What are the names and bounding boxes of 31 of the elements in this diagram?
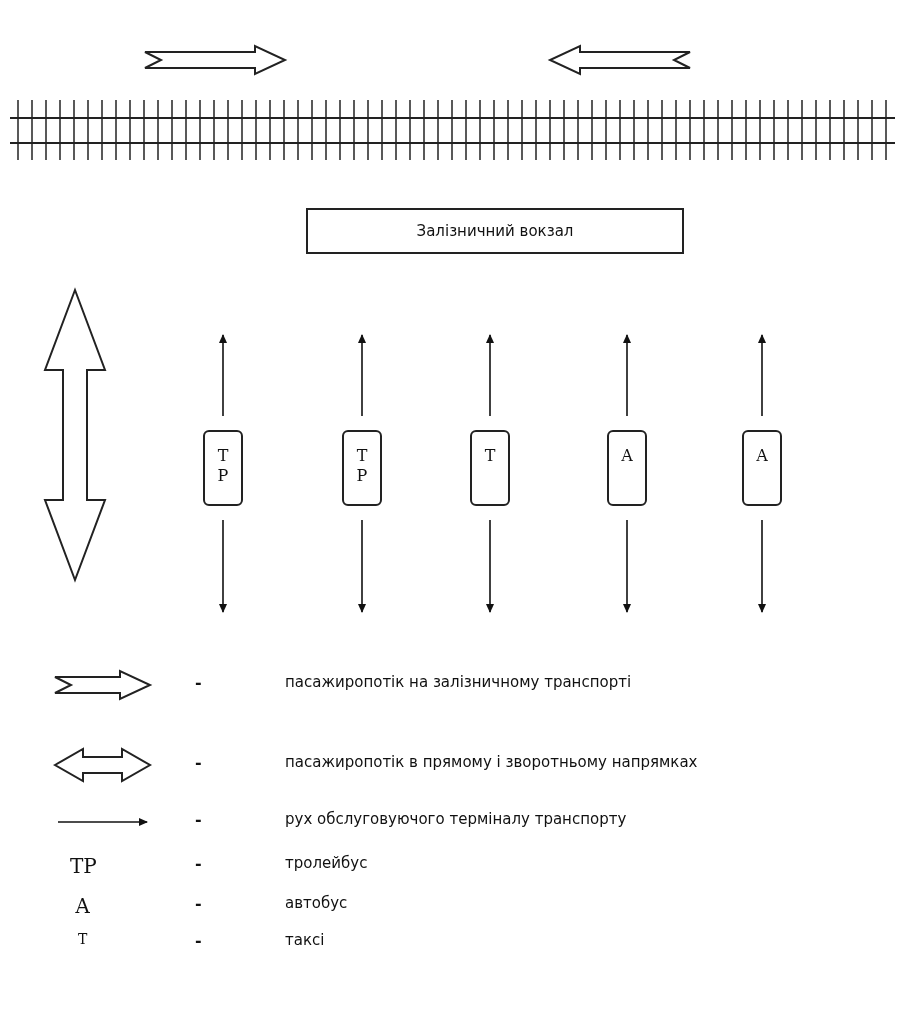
stop-box: А: [742, 430, 782, 506]
legend-symbol: А: [75, 894, 91, 918]
arrow: [623, 334, 631, 417]
arrow: [486, 519, 494, 613]
stop-box: А: [607, 430, 647, 506]
legend-text: пасажиропотік на залізничному транспорті: [285, 673, 632, 691]
arrow: [758, 519, 766, 613]
legend-symbol: ТР: [70, 854, 97, 878]
dash: -: [195, 673, 202, 692]
legend-text: таксі: [285, 931, 325, 949]
arrow: [486, 334, 494, 417]
legend-text: автобус: [285, 894, 348, 912]
arrow: [358, 519, 366, 613]
stop-box: Т Р: [342, 430, 382, 506]
legend-text: пасажиропотік в прямому і зворотньому напрямках: [285, 753, 698, 771]
dash: -: [195, 931, 202, 950]
arrow: [623, 519, 631, 613]
arrow: [219, 334, 227, 417]
stop-box: Т: [470, 430, 510, 506]
legend-symbol: Т: [78, 931, 88, 947]
dash: -: [195, 854, 202, 873]
legend-text: рух обслуговуючого терміналу транспорту: [285, 810, 627, 828]
stop-box: Т Р: [203, 430, 243, 506]
station-box: Залізничний вокзал: [306, 208, 684, 254]
dash: -: [195, 753, 202, 772]
legend-text: тролейбус: [285, 854, 368, 872]
arrow: [758, 334, 766, 417]
arrow: [219, 519, 227, 613]
dash: -: [195, 894, 202, 913]
arrow: [358, 334, 366, 417]
dash: -: [195, 810, 202, 829]
